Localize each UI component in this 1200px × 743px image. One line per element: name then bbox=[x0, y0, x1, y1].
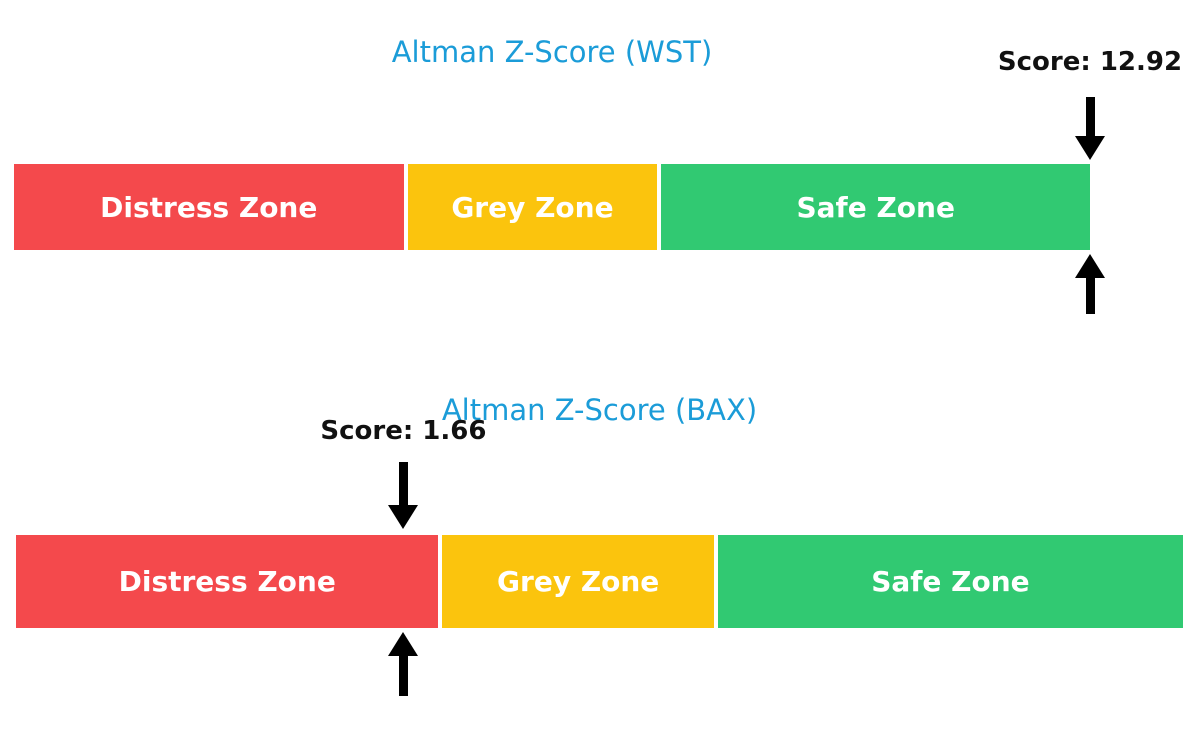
zone-distress: Distress Zone bbox=[14, 164, 404, 250]
arrow-shaft bbox=[398, 462, 408, 505]
arrow-head bbox=[1075, 136, 1105, 160]
arrow-shaft bbox=[1085, 278, 1095, 314]
arrow-head bbox=[1075, 254, 1105, 278]
zone-distress: Distress Zone bbox=[16, 535, 439, 628]
zone-label: Grey Zone bbox=[497, 565, 660, 598]
score-arrow-down-icon bbox=[1075, 97, 1105, 160]
zone-bar: Distress Zone Grey Zone Safe Zone bbox=[14, 164, 1090, 250]
arrow-head bbox=[388, 632, 419, 656]
score-arrow-up-icon bbox=[388, 632, 419, 696]
zone-label: Distress Zone bbox=[118, 565, 336, 598]
zone-bar: Distress Zone Grey Zone Safe Zone bbox=[16, 535, 1183, 628]
zone-label: Grey Zone bbox=[451, 190, 614, 224]
arrow-shaft bbox=[398, 656, 408, 696]
chart-title: Altman Z-Score (WST) bbox=[391, 35, 713, 70]
zone-safe: Safe Zone bbox=[713, 535, 1183, 628]
chart-bax: Altman Z-Score (BAX) Score: 1.66 Distres… bbox=[16, 360, 1183, 743]
chart-title: Altman Z-Score (BAX) bbox=[441, 393, 758, 428]
score-arrow-up-icon bbox=[1075, 254, 1105, 314]
zone-grey: Grey Zone bbox=[438, 535, 714, 628]
arrow-shaft bbox=[1085, 97, 1095, 136]
score-label: Score: 12.92 bbox=[997, 47, 1183, 77]
zone-safe: Safe Zone bbox=[657, 164, 1090, 250]
zone-label: Safe Zone bbox=[871, 565, 1030, 598]
chart-wst: Altman Z-Score (WST) Score: 12.92 Distre… bbox=[14, 0, 1182, 340]
zone-grey: Grey Zone bbox=[403, 164, 658, 250]
arrow-head bbox=[388, 505, 419, 529]
zone-label: Safe Zone bbox=[796, 190, 955, 224]
score-arrow-down-icon bbox=[388, 462, 419, 529]
score-label: Score: 1.66 bbox=[320, 416, 487, 446]
zone-label: Distress Zone bbox=[100, 190, 318, 224]
